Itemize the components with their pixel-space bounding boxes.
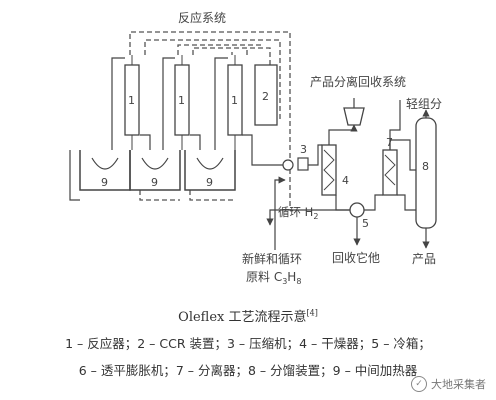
heater-a: 9 [79, 150, 131, 191]
cold-box: 5 [349, 202, 369, 230]
fresh-feed-line1: 新鲜和循环 [242, 251, 302, 266]
compressor: 3 [282, 143, 309, 171]
reaction-system-label: 反应系统 [178, 10, 226, 25]
dryer-number: 4 [342, 174, 349, 187]
reactor-c: 1 [227, 55, 243, 150]
heater-b-number: 9 [151, 176, 158, 189]
legend-line-2: 6 – 透平膨胀机；7 – 分离器；8 – 分馏装置；9 – 中间加热器 [78, 363, 418, 378]
reactor-b: 1 [174, 55, 190, 150]
wechat-icon: ✓ [411, 376, 427, 392]
cold-box-number: 5 [362, 217, 369, 230]
watermark: ✓ 大地采集者 [411, 376, 486, 392]
ccr-number: 2 [262, 90, 269, 103]
recovery-other-label: 回收它他 [332, 250, 380, 265]
fractionator: 8 [415, 117, 437, 229]
light-components-label: 轻组分 [406, 97, 442, 111]
legend-line-1: 1 – 反应器；2 – CCR 装置；3 – 压缩机；4 – 干燥器；5 – 冷… [65, 336, 431, 351]
ccr-unit: 2 [254, 64, 278, 126]
fractionator-number: 8 [422, 160, 429, 173]
recycle-h2-label: 循环 H2 [278, 205, 318, 221]
heater-c: 9 [184, 150, 236, 191]
watermark-text: 大地采集者 [431, 378, 486, 391]
caption-ref: [4] [306, 308, 318, 318]
product-label: 产品 [412, 252, 436, 266]
reactor-c-number: 1 [231, 94, 238, 107]
dryer: 4 [321, 144, 349, 196]
heater-b: 9 [129, 150, 181, 191]
catalyst-circulation-lines [129, 31, 291, 210]
process-flow-lines [266, 98, 430, 250]
figure-caption: Oleflex 工艺流程示意[4] [0, 306, 496, 325]
reactor-interconnects [69, 57, 285, 201]
compressor-number: 3 [300, 143, 307, 156]
heater-c-number: 9 [206, 176, 213, 189]
recovery-system-label: 产品分离回收系统 [310, 74, 406, 89]
reactor-a: 1 [124, 55, 140, 150]
process-flow-diagram: 反应系统 9 9 9 1 1 [69, 10, 442, 286]
turbo-expander [343, 107, 365, 126]
heater-a-number: 9 [101, 176, 108, 189]
caption-title: Oleflex 工艺流程示意 [178, 310, 307, 325]
reactor-b-number: 1 [178, 94, 185, 107]
reactor-a-number: 1 [128, 94, 135, 107]
fresh-feed-line2: 原料 C3H8 [246, 270, 301, 286]
